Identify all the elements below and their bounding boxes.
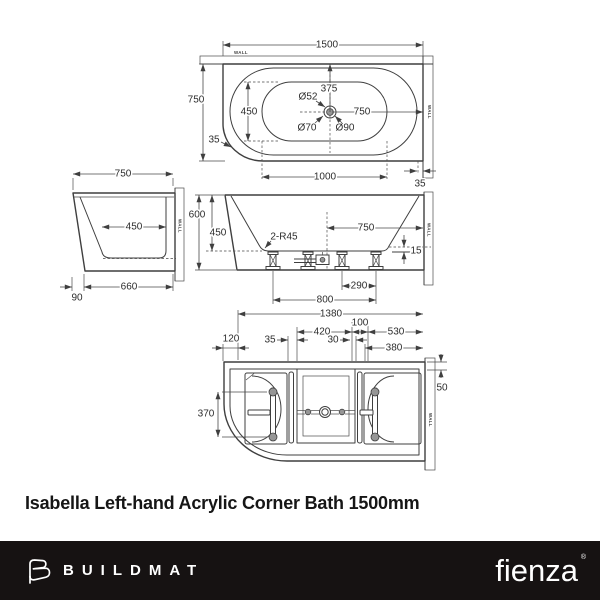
dim-front-corner-radius: 2-R45 <box>270 232 298 243</box>
wall-hatch-side <box>174 187 185 282</box>
bath-bowl-side <box>79 196 167 259</box>
foot <box>265 251 281 270</box>
buildmat-wordmark: BUILDMAT <box>63 562 205 579</box>
dim-side-base-width: 660 <box>121 282 138 293</box>
rail-right <box>357 371 363 444</box>
dim-plan-wall-gap: 35 <box>414 179 426 190</box>
buildmat-logo: BUILDMAT <box>27 556 204 586</box>
dim-bottom-rail-offset: 35 <box>264 335 276 346</box>
wall-label-plan-right: WALL <box>427 105 432 119</box>
dim-front-feet-span: 800 <box>317 295 334 306</box>
wall-hatch-plan-top <box>199 55 424 65</box>
dim-plan-waste-dia: Ø52 <box>299 92 318 103</box>
dim-front-inner-depth: 450 <box>210 228 227 239</box>
dim-plan-recess-dia: Ø90 <box>336 123 355 134</box>
wall-label-side: WALL <box>177 219 182 233</box>
foot <box>368 251 384 270</box>
wall-label-bottom: WALL <box>428 413 433 427</box>
waste-trap <box>294 252 330 265</box>
front-view: WALL <box>187 191 434 307</box>
dim-plan-drain-to-wall: 750 <box>354 107 371 118</box>
fienza-logo: fienza® <box>495 553 586 588</box>
mount-frame-left <box>244 372 288 445</box>
dim-bottom-corner-width: 120 <box>223 334 240 345</box>
bath-outline-front <box>224 194 425 271</box>
centre-panel <box>296 368 356 444</box>
side-view: WALL 750 450 660 90 <box>60 167 185 305</box>
bath-outline-plan <box>222 63 424 162</box>
foot <box>300 251 316 270</box>
dim-side-base-inner-width: 450 <box>126 222 143 233</box>
fienza-wordmark: fienza <box>495 553 578 588</box>
plan-view: WALL WALL 1500 750 450 375 75 <box>186 38 436 191</box>
technical-drawing: WALL WALL 1500 750 450 375 75 <box>60 38 449 471</box>
bath-skirt-inner <box>229 368 420 456</box>
bottom-view: WALL <box>196 307 449 471</box>
wall-hatch-front <box>423 191 434 286</box>
dim-front-drain-to-wall: 750 <box>358 223 375 234</box>
bath-outline-side <box>72 192 176 272</box>
dim-bottom-left-run: 420 <box>314 327 331 338</box>
dim-plan-overall-width: 750 <box>188 95 205 106</box>
registered-mark: ® <box>580 554 586 561</box>
dim-bottom-base-length: 1380 <box>320 309 343 320</box>
dim-bottom-right-run: 530 <box>388 327 405 338</box>
dim-front-plinth-gap: 15 <box>410 246 422 257</box>
bath-feet <box>265 251 384 270</box>
wall-label-plan-top: WALL <box>234 50 248 55</box>
dim-plan-drain-setout: 375 <box>321 84 338 95</box>
mount-frame-right <box>359 372 422 445</box>
dim-front-feet-pitch: 290 <box>351 281 368 292</box>
dim-bottom-top-clearance: 50 <box>436 383 448 394</box>
dim-bottom-bracket-pitch: 370 <box>198 409 215 420</box>
dim-bottom-mid-gap: 30 <box>327 335 339 346</box>
rail-left <box>288 371 294 444</box>
dim-plan-overall-length: 1500 <box>316 40 339 51</box>
page-title: Isabella Left-hand Acrylic Corner Bath 1… <box>25 493 420 513</box>
dim-plan-inner-length: 1000 <box>314 172 337 183</box>
dim-side-overall-width: 750 <box>115 169 132 180</box>
wall-label-front: WALL <box>426 223 431 237</box>
footer-bar: BUILDMAT fienza® <box>0 541 600 600</box>
bath-outline-bottom <box>223 361 426 462</box>
dim-plan-rim-radius: 35 <box>208 135 220 146</box>
dim-bottom-center-gap: 100 <box>352 318 369 329</box>
dim-side-rim-overhang: 90 <box>71 293 83 304</box>
dim-plan-overflow-dia: Ø70 <box>298 123 317 134</box>
buildmat-icon <box>29 558 51 584</box>
bath-bowl-front <box>230 195 420 252</box>
dim-front-overall-height: 600 <box>189 210 206 221</box>
dim-plan-inner-width: 450 <box>241 107 258 118</box>
dim-bottom-right-rail-run: 380 <box>386 343 403 354</box>
bath-bowl-plan <box>261 81 388 142</box>
foot <box>334 251 350 270</box>
bath-rim-plan <box>229 67 418 156</box>
